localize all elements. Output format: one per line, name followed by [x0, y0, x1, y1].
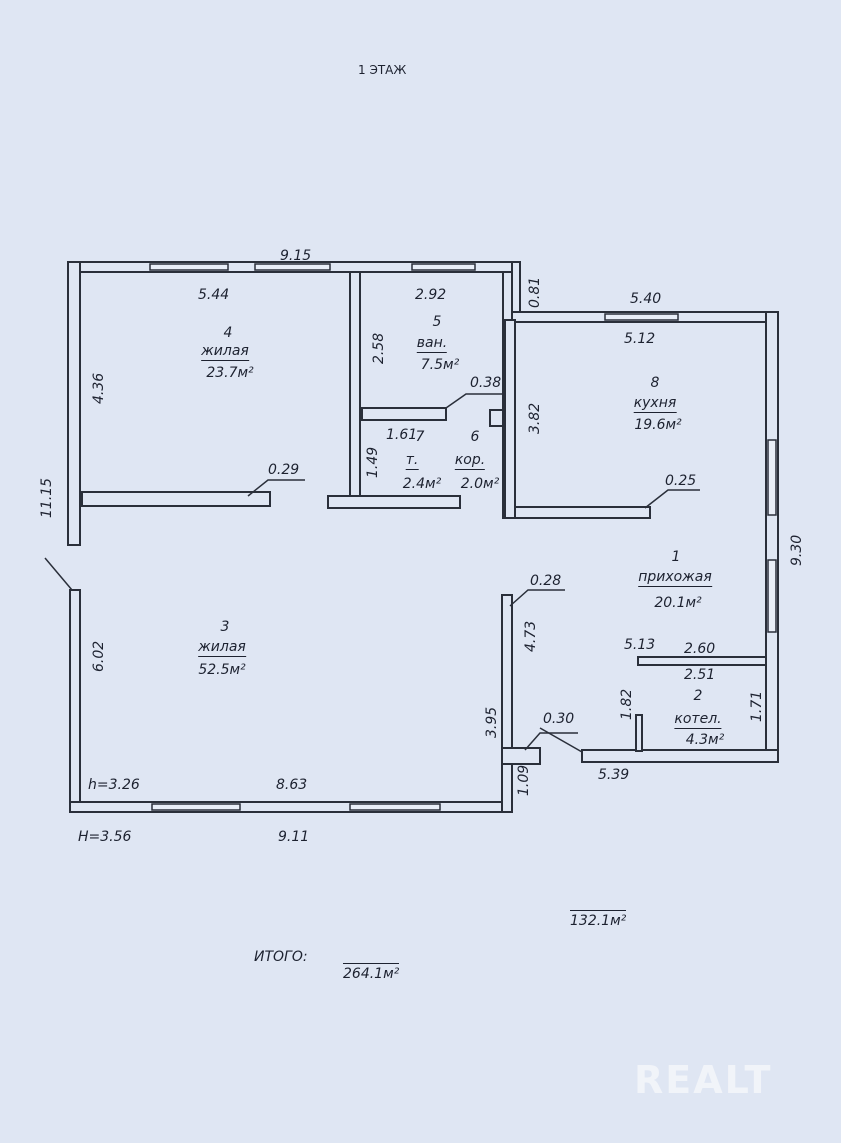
floor-title: 1 ЭТАЖ [358, 63, 407, 77]
room-7-num: 7 [415, 429, 425, 445]
dim: 0.81 [527, 276, 543, 308]
room-1-name: прихожая [638, 569, 712, 587]
dim: 5.44 [198, 287, 230, 303]
wall-bath-bottom [361, 407, 447, 421]
room-6-num: 6 [470, 429, 480, 445]
window [604, 313, 679, 321]
wall-boiler-top [637, 656, 767, 666]
room-2-num: 2 [693, 688, 703, 704]
room-3-area: 52.5м² [198, 662, 246, 678]
wall-room3-step [501, 747, 541, 765]
dim: 2.92 [415, 287, 447, 303]
wall-corridor-bottom [327, 495, 461, 509]
leader [509, 589, 565, 607]
room-4-name: жилая [201, 343, 249, 361]
wall-room3-right [501, 594, 513, 813]
leader [247, 479, 305, 497]
wall-left-upper [67, 261, 81, 546]
dim: 2.60 [684, 641, 716, 657]
room-7-area: 2.4м² [402, 476, 442, 492]
dim: 0.25 [665, 473, 697, 489]
wall-room4-bottom [81, 491, 271, 507]
room-6-area: 2.0м² [460, 476, 500, 492]
room-5-name: ван. [416, 335, 448, 353]
inner-height: h=3.26 [88, 777, 140, 793]
room-2-area: 4.3м² [685, 732, 725, 748]
vent [489, 409, 504, 427]
room-8-name: кухня [633, 395, 677, 413]
door-swing [44, 557, 73, 591]
dim: 5.39 [598, 767, 630, 783]
room-3-name: жилая [198, 639, 246, 657]
room-6-name: кор. [454, 452, 486, 470]
wall-boiler-post [635, 714, 643, 752]
floor-total: 132.1м² [570, 910, 627, 928]
dim: 0.30 [543, 711, 575, 727]
window [151, 803, 241, 811]
room-2-name: котел. [674, 711, 722, 729]
window [767, 439, 777, 516]
leader [524, 732, 578, 751]
window [767, 559, 777, 633]
total-label: ИТОГО: [254, 949, 308, 965]
window [254, 263, 331, 271]
realt-watermark: REALT [634, 1058, 773, 1102]
room-1-num: 1 [671, 549, 681, 565]
window [349, 803, 441, 811]
wall-kitchen-bottom [514, 506, 651, 519]
dim: 9.11 [278, 829, 310, 845]
wall-bottom [69, 801, 513, 813]
room-7-name: т. [405, 452, 419, 470]
dim: 0.38 [470, 375, 502, 391]
dim: 2.58 [371, 332, 387, 364]
dim: 1.82 [619, 688, 635, 720]
leader [644, 489, 700, 509]
dim: 5.40 [630, 291, 662, 307]
leader [539, 727, 583, 753]
room-1-area: 20.1м² [654, 595, 702, 611]
wall-left-lower [69, 589, 81, 813]
room-5-area: 7.5м² [420, 357, 460, 373]
dim: 1.71 [749, 690, 765, 722]
dim: 0.29 [268, 462, 300, 478]
dim: 1.49 [365, 446, 381, 478]
dim: 4.73 [523, 620, 539, 652]
room-5-num: 5 [432, 314, 442, 330]
room-3-num: 3 [220, 619, 230, 635]
wall-boiler-bottom [581, 749, 779, 763]
dim: 9.15 [280, 248, 312, 264]
dim: 1.09 [516, 764, 532, 796]
dim: 0.28 [530, 573, 562, 589]
window [411, 263, 476, 271]
dim: 6.02 [91, 640, 107, 672]
dim: 8.63 [276, 777, 308, 793]
dim: 3.95 [484, 706, 500, 738]
wall-right [765, 311, 779, 763]
dim: 1.61 [386, 427, 418, 443]
dim: 5.12 [624, 331, 656, 347]
room-8-num: 8 [650, 375, 660, 391]
dim: 2.51 [684, 667, 716, 683]
dim: 3.82 [527, 402, 543, 434]
room-8-area: 19.6м² [634, 417, 682, 433]
dim: 11.15 [39, 477, 55, 518]
leader [445, 393, 505, 409]
wall-bath-left [349, 271, 361, 497]
dim: 5.13 [624, 637, 656, 653]
outer-height: H=3.56 [78, 829, 132, 845]
wall-kitchen-left [504, 319, 516, 519]
dim: 4.36 [91, 372, 107, 404]
dim: 9.30 [789, 534, 805, 566]
room-4-area: 23.7м² [206, 365, 254, 381]
room-4-num: 4 [223, 325, 233, 341]
grand-total: 264.1м² [343, 963, 400, 981]
window [149, 263, 229, 271]
